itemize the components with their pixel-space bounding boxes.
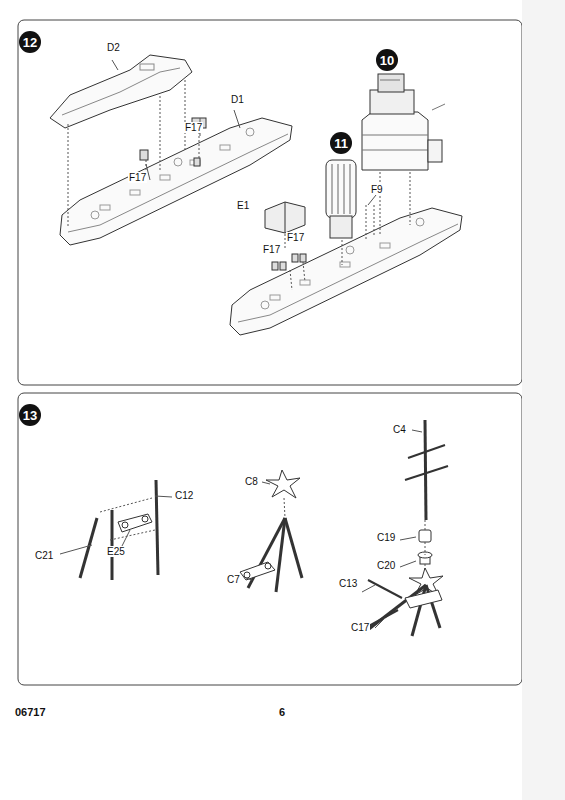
part-label: C12 bbox=[174, 490, 194, 501]
part-label: C20 bbox=[376, 560, 396, 571]
step-number: 11 bbox=[330, 132, 352, 154]
part-label: C4 bbox=[392, 424, 407, 435]
page-footer: 06717 bbox=[14, 706, 47, 718]
part-label: C17 bbox=[350, 622, 370, 633]
part-label: D2 bbox=[106, 42, 121, 53]
step-text: 13 bbox=[23, 409, 37, 422]
part-label: F17 bbox=[128, 172, 147, 183]
part-label: E25 bbox=[106, 546, 126, 557]
part-label: F17 bbox=[184, 122, 203, 133]
step-text: 11 bbox=[334, 137, 348, 150]
step-text: 10 bbox=[380, 54, 394, 67]
part-label: C21 bbox=[34, 550, 54, 561]
part-label: E1 bbox=[236, 200, 250, 211]
part-label: C13 bbox=[338, 578, 358, 589]
step-number: 13 bbox=[19, 404, 41, 426]
step-text: 12 bbox=[23, 36, 37, 49]
page-footer: 6 bbox=[278, 706, 286, 718]
part-label: C19 bbox=[376, 532, 396, 543]
part-label: C7 bbox=[226, 574, 241, 585]
step-number: 10 bbox=[376, 49, 398, 71]
step-number: 12 bbox=[19, 31, 41, 53]
part-label: C8 bbox=[244, 476, 259, 487]
part-label: F17 bbox=[262, 244, 281, 255]
part-label: D1 bbox=[230, 94, 245, 105]
part-label: F9 bbox=[370, 184, 384, 195]
part-label: F17 bbox=[286, 232, 305, 243]
